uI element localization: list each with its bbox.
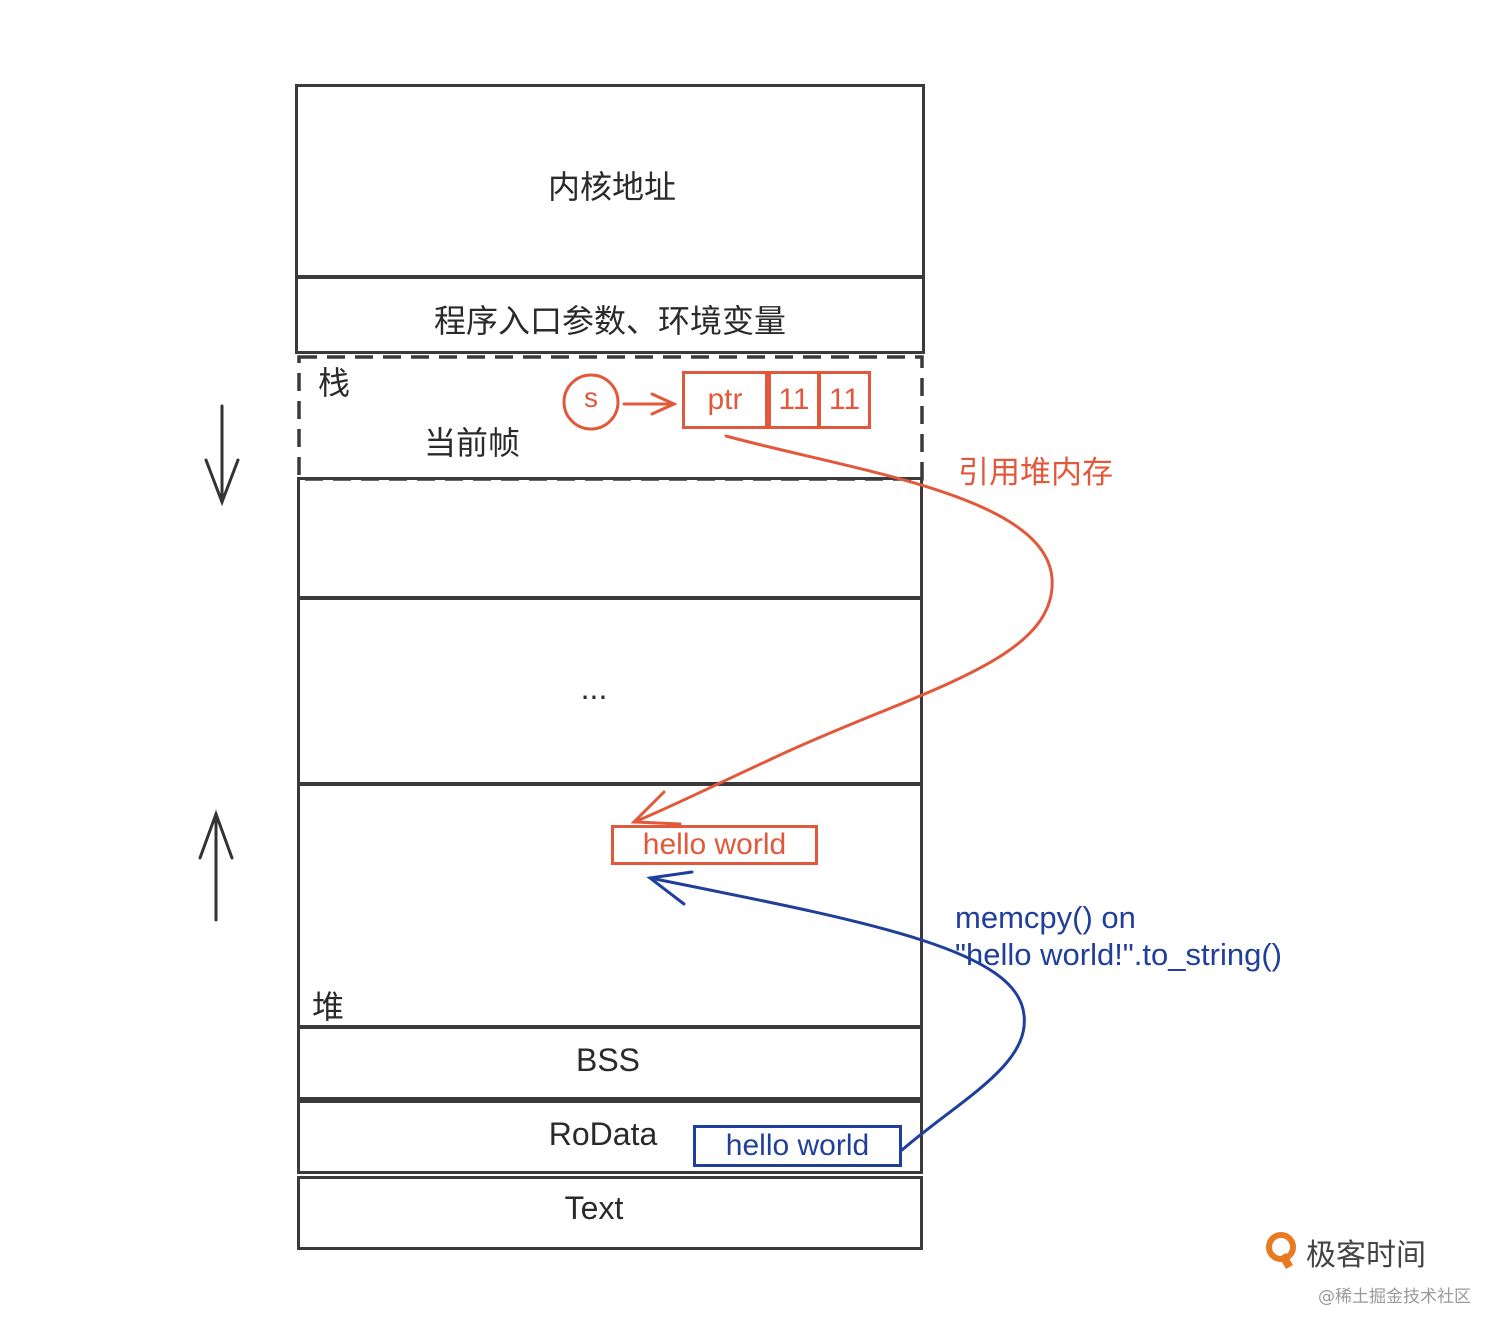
rodata-hello-world-box: hello world [693,1125,902,1167]
memcpy-annotation-line1: memcpy() on [955,900,1136,935]
args-env-segment [295,276,925,354]
rodata-label: RoData [548,1116,658,1152]
heap-label: 堆 [312,988,345,1026]
stack-grows-down-arrow [204,404,240,507]
s-to-ptr-arrow [622,392,678,416]
bss-segment [297,1026,923,1100]
ptr-label: ptr [707,383,743,416]
s-variable-label: s [584,382,598,413]
heap-segment [297,783,923,1028]
cap-box: 11 [818,371,871,429]
heap-reference-curve [630,434,1054,826]
text-label: Text [564,1190,624,1226]
heap-grows-up-arrow [198,809,234,922]
rodata-hello-world-label: hello world [725,1129,870,1162]
args-env-label: 程序入口参数、环境变量 [433,302,787,340]
brand-watermark: 极客时间 [1306,1238,1426,1273]
kernel-segment [295,84,925,278]
current-frame-dashed-box [297,355,924,481]
memcpy-curve [646,870,1026,1152]
heap-hello-world-label: hello world [642,828,787,861]
brand-logo-icon [1266,1232,1296,1262]
text-segment [297,1176,923,1250]
s-variable-circle [562,373,620,431]
heap-ref-annotation: 引用堆内存 [958,455,1113,491]
heap-hello-world-box: hello world [611,825,818,865]
middle-segment [297,597,923,785]
current-frame-label: 当前帧 [424,424,521,462]
len-box: 11 [768,371,820,429]
source-watermark: @稀土掘金技术社区 [1318,1287,1471,1307]
ptr-box: ptr [682,371,768,429]
bss-label: BSS [575,1042,641,1078]
kernel-label: 内核地址 [547,168,677,206]
ellipsis-label: ... [580,670,608,706]
stack-label: 栈 [318,364,351,402]
len-label: 11 [778,383,810,416]
cap-label: 11 [828,383,861,416]
memcpy-annotation-line2: "hello world!".to_string() [955,937,1282,972]
